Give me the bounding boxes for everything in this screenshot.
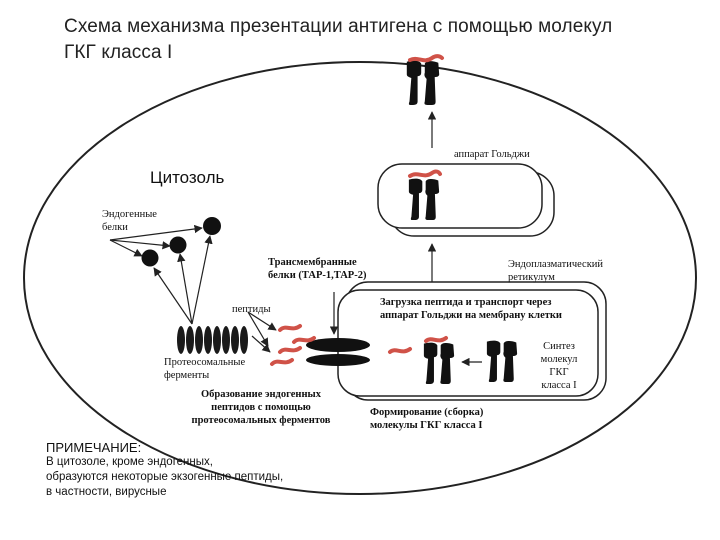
peptide-surface xyxy=(408,54,444,63)
synthesis-label-line-1: Синтез xyxy=(543,341,575,352)
endogenous-proteins-label: Эндогенные белки xyxy=(102,208,157,234)
arrow-proteasome-3 xyxy=(153,267,193,325)
peptide-golgi xyxy=(408,169,442,178)
tap-transporter-top xyxy=(306,338,370,352)
transmembrane-label-line-2: белки (ТАР-1,ТАР-2) xyxy=(268,270,367,281)
loading-transport-label: Загрузка пептида и транспорт через аппар… xyxy=(380,296,562,322)
transmembrane-label-line-1: Трансмембранные xyxy=(268,257,357,268)
arrow-endogenous-3 xyxy=(109,239,143,257)
er-label: Эндоплазматический ретикулум xyxy=(508,258,603,284)
arrow-peptides-1 xyxy=(247,311,277,331)
assembly-label-line-2: молекулы ГКГ класса I xyxy=(370,420,483,431)
peptides-label: пептиды xyxy=(232,304,271,315)
endogenous-protein-2 xyxy=(169,236,187,254)
title-line-2: ГКГ класса I xyxy=(64,42,173,63)
peptide-free-4 xyxy=(270,358,294,366)
peptide-er xyxy=(388,347,412,354)
golgi-apparatus xyxy=(377,163,543,229)
formation-label-line-3: протеосомальных ферментов xyxy=(191,415,331,426)
transmembrane-proteins-label: Трансмембранные белки (ТАР-1,ТАР-2) xyxy=(268,256,366,282)
peptide-free-1 xyxy=(278,324,302,332)
arrow-proteasome-2 xyxy=(177,253,193,325)
formation-label-line-1: Образование эндогенных xyxy=(201,389,321,400)
formation-label-line-2: пептидов с помощью xyxy=(211,402,311,413)
synthesis-label: Синтез молекул ГКГ класса I xyxy=(532,340,586,392)
synthesis-label-line-4: класса I xyxy=(541,380,577,391)
proteasomal-label-line-2: ферменты xyxy=(164,370,210,381)
loading-label-line-2: аппарат Гольджи на мембрану клетки xyxy=(380,310,562,321)
synthesis-label-line-3: ГКГ xyxy=(549,367,569,378)
er-label-line-1: Эндоплазматический xyxy=(508,259,604,270)
tap-transporter-bottom xyxy=(306,354,370,366)
er-label-line-2: ретикулум xyxy=(508,272,555,283)
arrow-peptides-2 xyxy=(247,311,269,347)
title-line-1: Схема механизма презентации антигена с п… xyxy=(64,16,613,37)
assembly-label: Формирование (сборка) молекулы ГКГ класс… xyxy=(370,406,483,432)
peptide-free-2 xyxy=(292,336,316,344)
peptide-free-3 xyxy=(278,346,302,354)
golgi-label: аппарат Гольджи xyxy=(454,149,530,160)
note-line-3: в частности, вирусные xyxy=(46,486,167,498)
peptide-loaded xyxy=(424,336,448,343)
proteasome xyxy=(177,326,248,354)
note-line-2: образуются некоторые экзогенные пептиды, xyxy=(46,471,284,483)
proteasomal-label-line-1: Протеосомальные xyxy=(164,357,246,368)
endogenous-label-line-1: Эндогенные xyxy=(102,209,157,220)
endogenous-protein-1 xyxy=(203,217,221,235)
mhc-molecule-surface xyxy=(406,60,440,105)
arrow-proteasome-1 xyxy=(191,235,213,325)
endogenous-protein-3 xyxy=(141,249,159,267)
arrow-endogenous-2 xyxy=(109,239,171,250)
proteasomal-enzymes-label: Протеосомальные ферменты xyxy=(164,356,245,382)
formation-label: Образование эндогенных пептидов с помощь… xyxy=(186,388,336,427)
cell-membrane xyxy=(23,61,697,495)
synthesis-label-line-2: молекул xyxy=(540,354,578,365)
note-heading: ПРИМЕЧАНИЕ: xyxy=(46,440,142,455)
note-line-1: В цитозоле, кроме эндогенных, xyxy=(46,456,213,468)
cytosol-label: Цитозоль xyxy=(150,168,225,187)
endogenous-label-line-2: белки xyxy=(102,222,128,233)
note-block: ПРИМЕЧАНИЕ: В цитозоле, кроме эндогенных… xyxy=(46,440,283,500)
loading-label-line-1: Загрузка пептида и транспорт через xyxy=(380,297,552,308)
assembly-label-line-1: Формирование (сборка) xyxy=(370,407,484,418)
arrow-peptides-3 xyxy=(251,335,271,353)
arrow-endogenous-1 xyxy=(109,224,203,241)
page-title: Схема механизма презентации антигена с п… xyxy=(64,14,684,66)
